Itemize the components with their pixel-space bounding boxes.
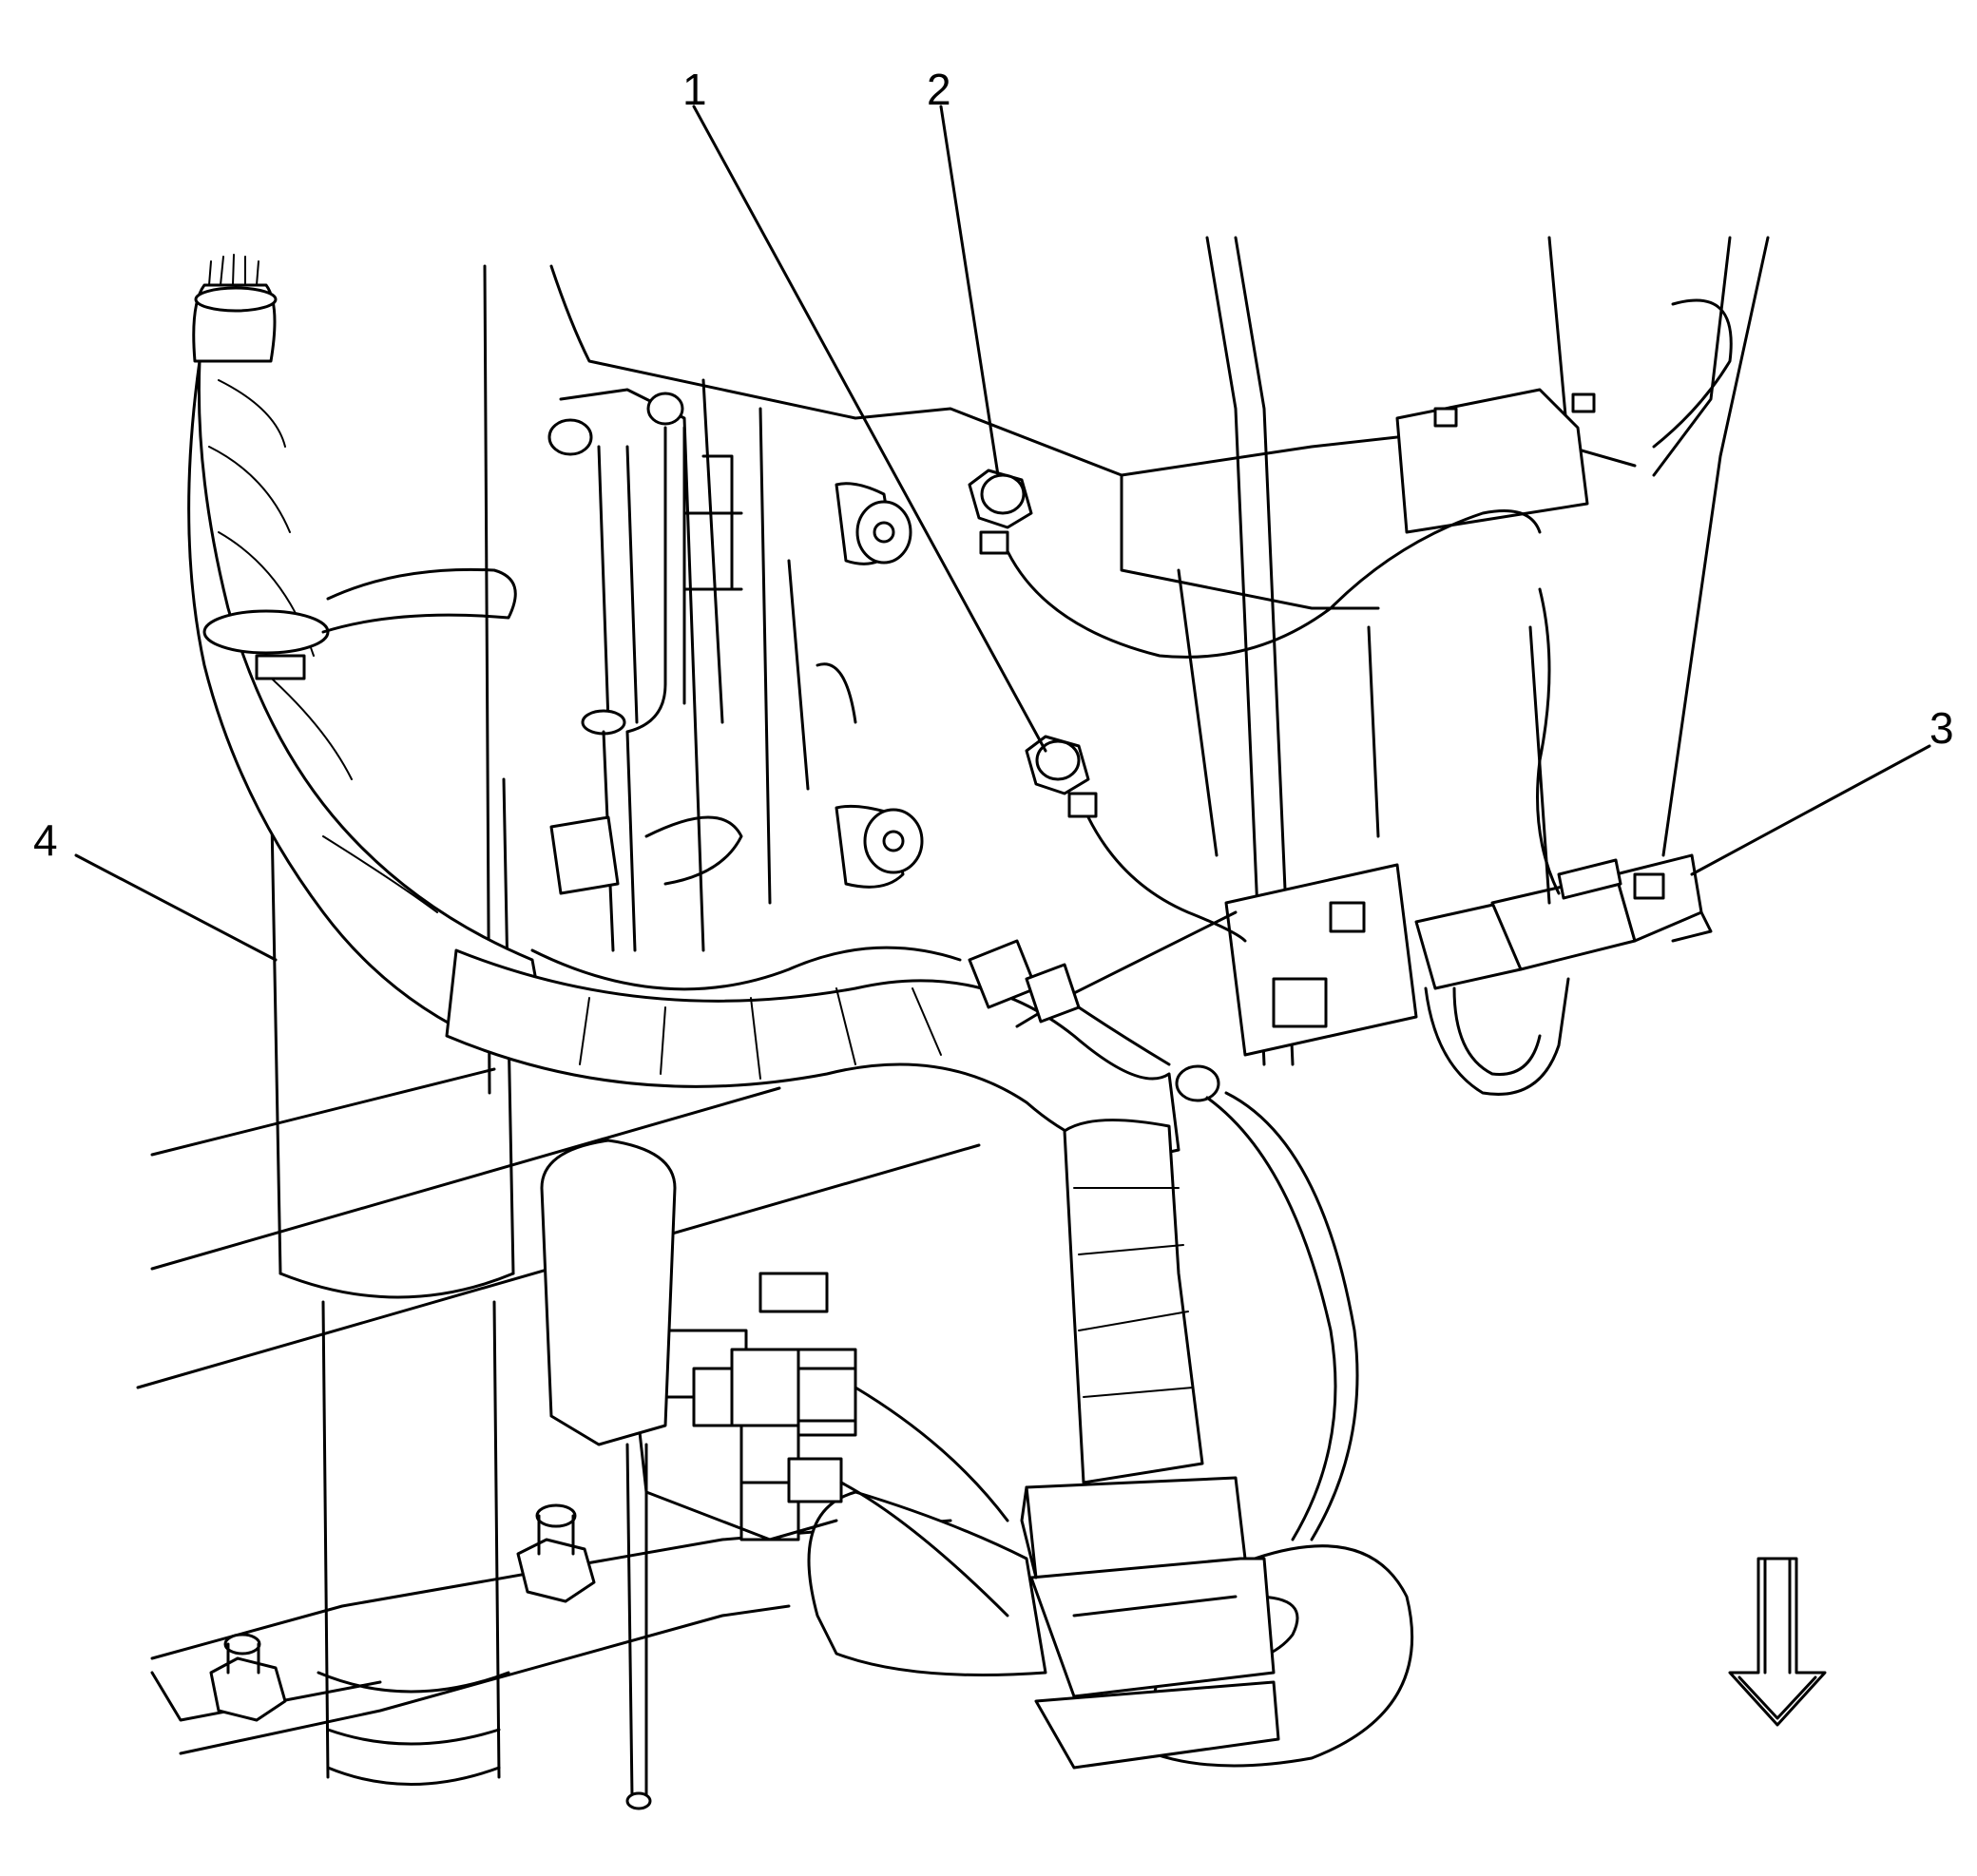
cable-tie-icon: [255, 654, 306, 680]
clip-assembly: [547, 378, 743, 952]
connector-3: [1414, 587, 1713, 1096]
ring-terminal-icon: [1175, 1064, 1220, 1102]
callout-2: 2: [927, 65, 951, 114]
small-connector-icon: [797, 1367, 857, 1423]
down-arrow-icon: [1728, 1557, 1827, 1727]
small-connector-icon: [787, 1457, 843, 1503]
nut-icon: [209, 1633, 287, 1722]
relay-block: [635, 1272, 1009, 1618]
fastener-2: [968, 469, 1542, 659]
spacers: [787, 482, 924, 889]
wire-strands-icon: [208, 254, 259, 286]
spacer-icon: [835, 804, 924, 889]
nut-icon: [516, 1503, 596, 1603]
lower-harness: [807, 1119, 1414, 1768]
panel-plate: [1015, 863, 1418, 1057]
spacer-icon: [835, 482, 912, 565]
callout-4: 4: [33, 815, 58, 865]
callout-1: 1: [682, 65, 707, 114]
leader-line-3: [1690, 744, 1931, 876]
cable-tie-icon: [202, 609, 330, 655]
fastener-1: [1025, 735, 1247, 943]
bottom-connector: [1020, 1476, 1280, 1770]
inline-connector: [968, 939, 1359, 1541]
callout-3: 3: [1929, 703, 1954, 753]
leader-line-1: [692, 105, 1047, 753]
leader-line-4: [74, 853, 278, 962]
center-pipe: [540, 1139, 677, 1810]
leader-lines: [74, 105, 1931, 962]
leader-line-2: [939, 105, 1000, 477]
mesh-grommet-icon: [1652, 298, 1733, 449]
